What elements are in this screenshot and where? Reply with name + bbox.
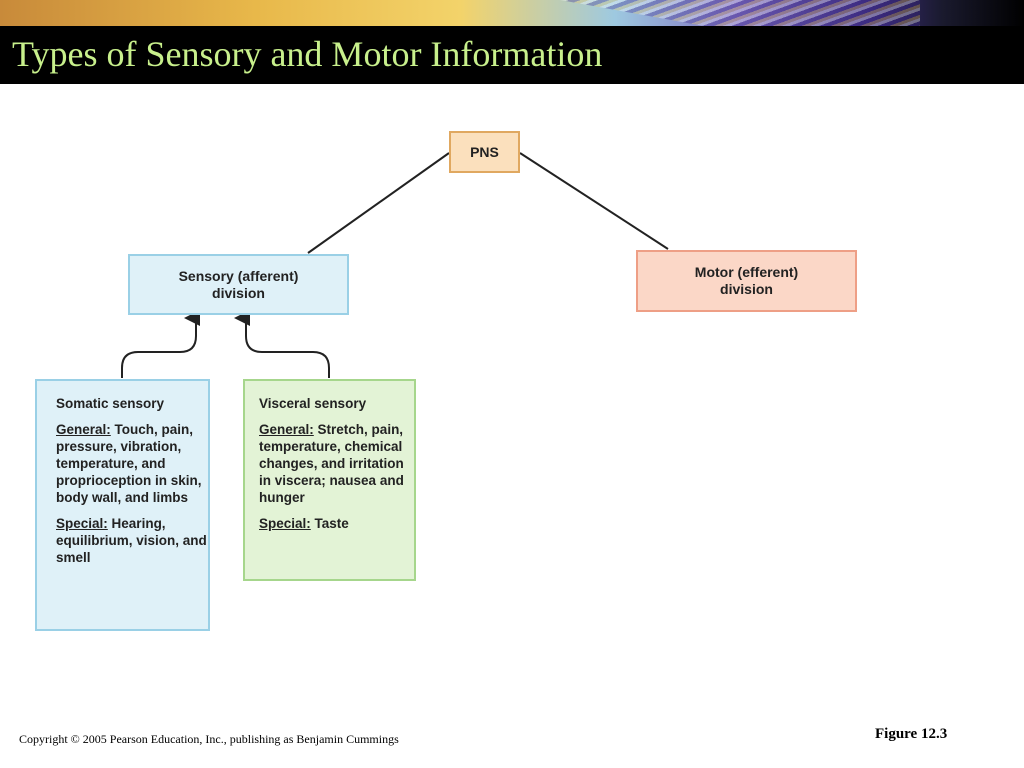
visceral-general-text: Stretch, pain, temperature, chemical cha… <box>259 422 404 505</box>
visceral-heading: Visceral sensory <box>259 396 367 411</box>
somatic-special-label: Special: <box>56 516 108 531</box>
motor-label-line1: Motor (efferent) <box>694 264 799 280</box>
copyright-notice: Copyright © 2005 Pearson Education, Inc.… <box>19 732 399 746</box>
title-bar <box>0 26 1024 84</box>
somatic-general: General: Touch, pain, pressure, vibratio… <box>56 421 208 506</box>
somatic-sensory-node: Somatic sensory General: Touch, pain, pr… <box>35 379 210 631</box>
somatic-special: Special: Hearing, equilibrium, vision, a… <box>56 515 208 566</box>
sensory-label-line2: division <box>212 284 265 301</box>
pns-to-motor-line <box>519 152 669 250</box>
slide-title: Types of Sensory and Motor Information <box>12 34 603 74</box>
pns-node: PNS <box>449 131 520 173</box>
somatic-special-text: Hearing, equilibrium, vision, and smell <box>56 516 207 565</box>
sensory-division-node: Sensory (afferent) division <box>128 254 349 315</box>
somatic-heading: Somatic sensory <box>56 396 165 411</box>
visceral-to-sensory-arrow <box>234 310 330 378</box>
visceral-sensory-node: Visceral sensory General: Stretch, pain,… <box>243 379 416 581</box>
visceral-special-label: Special: <box>259 516 311 531</box>
motor-division-node: Motor (efferent) division <box>636 250 857 312</box>
pns-to-sensory-line <box>307 152 450 254</box>
figure-label: Figure 12.3 <box>875 726 948 742</box>
visceral-special: Special: Taste <box>259 515 414 532</box>
header-banner <box>0 0 1024 26</box>
visceral-special-text: Taste <box>314 516 349 531</box>
somatic-general-text: Touch, pain, pressure, vibration, temper… <box>56 422 202 505</box>
visceral-general: General: Stretch, pain, temperature, che… <box>259 421 414 506</box>
somatic-to-sensory-arrow <box>121 310 200 378</box>
somatic-general-label: General: <box>56 422 111 437</box>
visceral-general-label: General: <box>259 422 314 437</box>
sensory-label-line1: Sensory (afferent) <box>178 267 299 284</box>
motor-label-line2: division <box>720 281 773 297</box>
pns-label: PNS <box>470 143 499 160</box>
